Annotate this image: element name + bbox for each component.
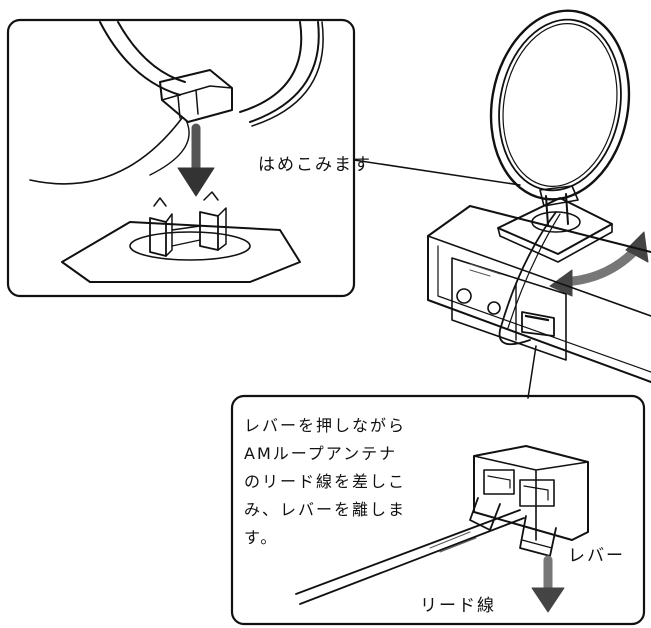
instruction-line: み、レバーを離しま: [244, 500, 407, 519]
instruction-text: レバーを押しながら AMループアンテナ のリード線を差しこ み、レバーを離しま …: [244, 412, 406, 552]
instruction-line: AMループアンテナ: [244, 444, 398, 463]
instruction-line: レバーを押しながら: [244, 416, 407, 435]
snap-in-label: はめこみます: [258, 155, 372, 175]
loop-antenna: [489, 9, 631, 263]
instruction-line: のリード線を差しこ: [244, 472, 407, 491]
instruction-line: す。: [244, 528, 279, 547]
lever-label: レバー: [568, 546, 625, 566]
snap-in-inset-panel: [6, 18, 356, 298]
receiver-rear-panel: [427, 205, 651, 383]
lever-inset-panel: [230, 394, 646, 626]
lead-wire-label: リード線: [420, 596, 496, 616]
rotate-arrow: [549, 231, 649, 297]
